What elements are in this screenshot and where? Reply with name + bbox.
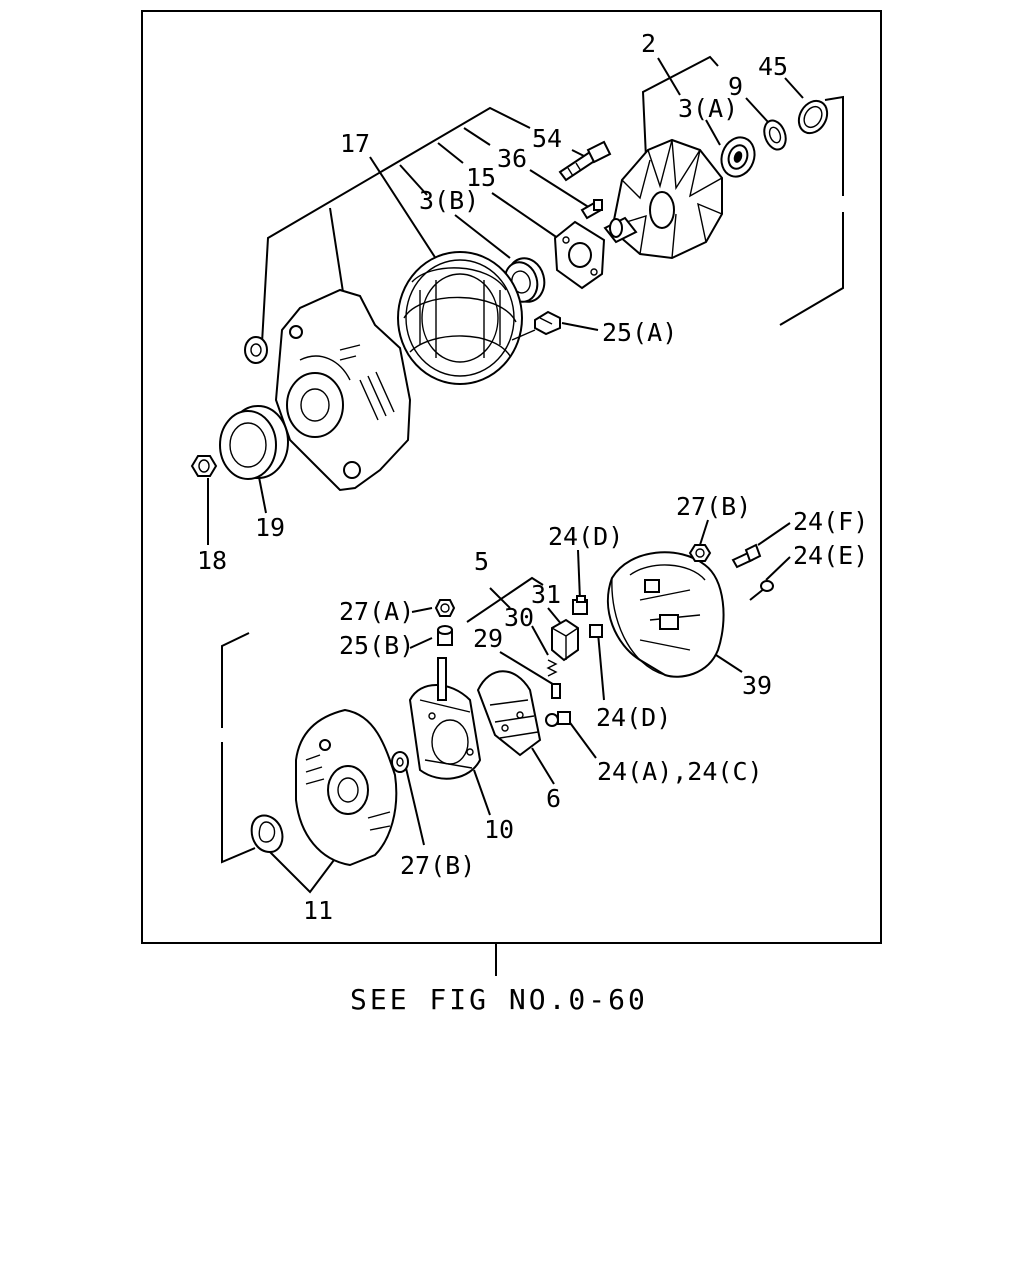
- label-36: 36: [497, 144, 527, 173]
- label-10: 10: [484, 815, 514, 844]
- label-39: 39: [742, 671, 772, 700]
- label-3b: 3(B): [419, 186, 479, 215]
- rear-housing-part: [295, 708, 398, 867]
- label-24ac: 24(A),24(C): [597, 757, 763, 786]
- label-30: 30: [504, 603, 534, 632]
- label-9: 9: [728, 72, 743, 101]
- upper-bracket-lines: [261, 55, 844, 344]
- brush-29-part: [551, 683, 561, 699]
- ring-45-part: [797, 99, 829, 135]
- label-17: 17: [340, 129, 370, 158]
- pulley-19-part: [219, 405, 289, 480]
- label-5: 5: [474, 547, 489, 576]
- label-25a: 25(A): [602, 318, 677, 347]
- label-24f: 24(F): [793, 507, 868, 536]
- label-24d-mid: 24(D): [596, 703, 671, 732]
- bolt-24f-part: [731, 543, 762, 569]
- label-18: 18: [197, 546, 227, 575]
- label-15: 15: [466, 163, 496, 192]
- label-27b-bottom: 27(B): [400, 851, 475, 880]
- rear-cover-39-part: [607, 551, 725, 678]
- bearing-cover-9-part: [763, 119, 787, 151]
- label-31: 31: [531, 580, 561, 609]
- label-6: 6: [546, 784, 561, 813]
- stator-17-part: [397, 251, 536, 385]
- label-27a: 27(A): [339, 597, 414, 626]
- label-45: 45: [758, 52, 788, 81]
- terminal-25b-part: [437, 625, 453, 646]
- nut-27b-top-part: [688, 544, 712, 562]
- bolt-24ac-part: [557, 711, 571, 725]
- lower-bracket-lines: [221, 576, 544, 864]
- screw-24e-part: [749, 580, 774, 601]
- label-24d-top: 24(D): [548, 522, 623, 551]
- label-54: 54: [532, 124, 562, 153]
- screw-36-part: [580, 199, 603, 220]
- part-labels: 2 3(A) 9 45 54 17 36 15 3(B) 25(A) 19 18…: [197, 29, 868, 925]
- rotor-assembly-part: [603, 138, 723, 260]
- spring-30-part: [546, 659, 558, 677]
- bearing-3a-part: [720, 136, 756, 178]
- lower-leader-lines: [269, 519, 791, 894]
- rectifier-10-part: [408, 657, 482, 780]
- gasket-11-part: [250, 814, 284, 854]
- label-24e: 24(E): [793, 541, 868, 570]
- label-25b: 25(B): [339, 631, 414, 660]
- label-19: 19: [255, 513, 285, 542]
- nut-27a-part: [434, 599, 456, 617]
- retainer-plate-15-part: [553, 220, 606, 290]
- label-3a: 3(A): [678, 94, 738, 123]
- label-27b-top: 27(B): [676, 492, 751, 521]
- bolt-24d-top-part: [572, 595, 588, 615]
- terminal-25a-part: [534, 310, 561, 336]
- label-2: 2: [641, 29, 656, 58]
- bolt-24d-mid-part: [589, 624, 603, 638]
- regulator-31-part: [551, 618, 579, 662]
- washer-27b-bottom-part: [391, 751, 409, 773]
- label-11: 11: [303, 896, 333, 925]
- upper-leader-lines: [207, 57, 804, 545]
- bolt-54-part: [558, 140, 612, 182]
- label-29: 29: [473, 624, 503, 653]
- washer-part: [244, 336, 268, 364]
- diagram-frame: [141, 10, 882, 944]
- see-fig-reference: SEE FIG NO.0-60: [350, 983, 648, 1016]
- brush-holder-6-part: [476, 670, 559, 757]
- nut-18-part: [190, 455, 218, 477]
- drive-end-housing-part: [274, 288, 412, 492]
